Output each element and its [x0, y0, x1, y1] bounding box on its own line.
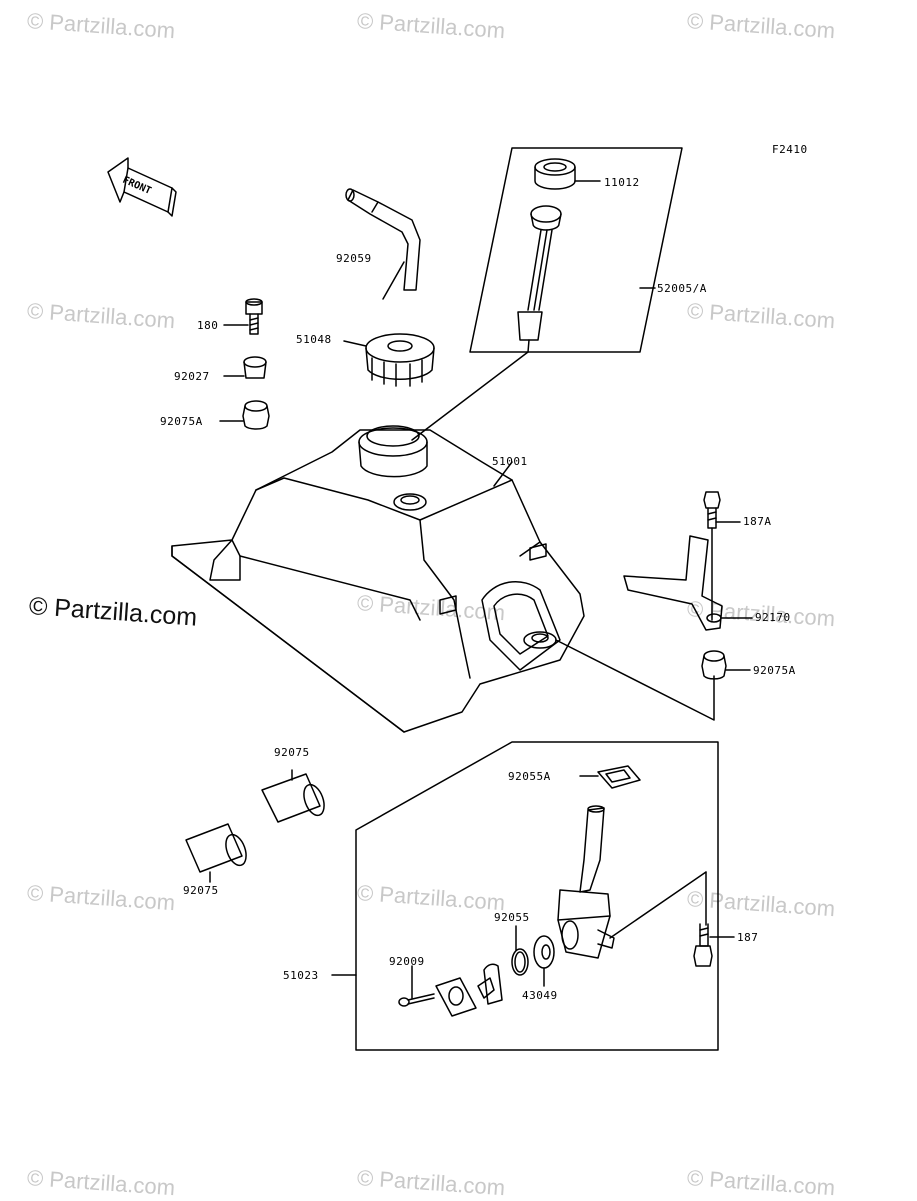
fuel-cap — [343, 333, 435, 387]
gauge-ring — [534, 158, 601, 190]
part-label-11012: 11012 — [604, 176, 640, 189]
damper-92075a-right — [701, 650, 751, 680]
part-label-92075-top: 92075 — [274, 746, 310, 759]
part-label-51023: 51023 — [283, 969, 319, 982]
bolt-187 — [693, 923, 735, 967]
collar-92075-bottom — [185, 823, 247, 883]
part-label-43049: 43049 — [522, 989, 558, 1002]
bolt-187a — [703, 491, 741, 621]
bolt-180 — [223, 298, 263, 335]
breather-hose — [345, 188, 421, 300]
fuel-tap — [557, 805, 707, 959]
fuel-tank — [171, 425, 585, 733]
o-ring-92055 — [511, 925, 529, 976]
bracket-92170 — [623, 535, 753, 631]
damper-92075a-left — [219, 400, 270, 430]
part-label-51001: 51001 — [492, 455, 528, 468]
diaphragm-43049 — [533, 935, 555, 987]
part-label-92027: 92027 — [174, 370, 210, 383]
gasket-92055a — [579, 765, 641, 789]
part-label-52005a: 52005/A — [657, 282, 707, 295]
part-label-92075a-right: 92075A — [753, 664, 796, 677]
part-label-51048: 51048 — [296, 333, 332, 346]
front-arrow-icon — [107, 157, 177, 217]
collar-92027 — [223, 356, 267, 379]
collar-92075-top — [261, 769, 325, 823]
part-label-92075-bottom: 92075 — [183, 884, 219, 897]
part-label-92170: 92170 — [755, 611, 791, 624]
gauge-kit-box — [469, 147, 683, 353]
part-label-92055a: 92055A — [508, 770, 551, 783]
tap-lever — [477, 963, 503, 1005]
part-label-92055: 92055 — [494, 911, 530, 924]
part-label-187: 187 — [737, 931, 759, 944]
part-label-92059: 92059 — [336, 252, 372, 265]
screw-92009 — [398, 965, 435, 1007]
fuel-tap-box — [355, 741, 719, 1051]
fuel-gauge-unit — [517, 205, 562, 353]
part-label-187a: 187A — [743, 515, 772, 528]
part-label-180: 180 — [197, 319, 219, 332]
part-label-92009: 92009 — [389, 955, 425, 968]
figure-code: F2410 — [772, 143, 808, 156]
part-label-92075a-left: 92075A — [160, 415, 203, 428]
cover-plate — [435, 977, 477, 1017]
